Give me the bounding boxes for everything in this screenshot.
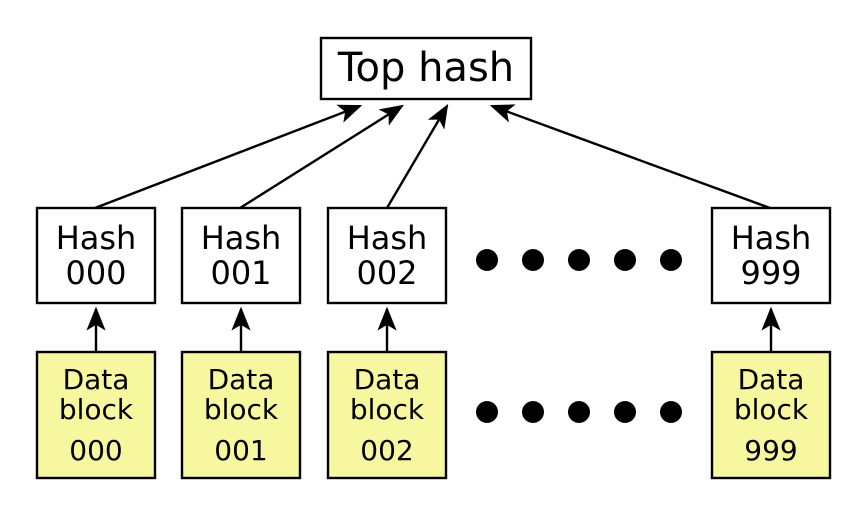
data-block-000[interactable]: Data block 000 — [35, 350, 157, 480]
data-block-000-line2: block — [59, 393, 134, 426]
hash-box-000-rect[interactable] — [35, 206, 157, 305]
hash-row-ellipsis — [476, 249, 682, 271]
data-ellipsis-dot-4 — [614, 401, 636, 423]
data-block-000-line1: Data — [63, 363, 130, 396]
data-block-002-rect[interactable] — [326, 350, 448, 480]
data-block-002-line1: Data — [354, 363, 421, 396]
edge-hash002-to-top — [385, 103, 449, 209]
hash-box-002-rect[interactable] — [326, 206, 448, 305]
hash-box-999-line2: 999 — [740, 254, 801, 292]
hash-box-999[interactable]: Hash 999 — [710, 206, 832, 305]
edge-hash000-to-top — [94, 104, 363, 210]
data-block-999-line2: block — [734, 393, 809, 426]
data-block-001-rect[interactable] — [180, 350, 302, 480]
edges-hash-to-root — [94, 103, 771, 210]
hash-row: Hash 000 Hash 001 Hash 002 Hash 999 — [35, 206, 832, 305]
hash-ellipsis-dot-5 — [660, 249, 682, 271]
edge-hash999-to-top — [489, 104, 771, 210]
hash-ellipsis-dot-3 — [568, 249, 590, 271]
hash-box-002[interactable]: Hash 002 — [326, 206, 448, 305]
data-ellipsis-dot-5 — [660, 401, 682, 423]
edge-hash001-to-top — [239, 104, 405, 210]
data-block-001-line2: block — [204, 393, 279, 426]
hash-box-999-rect[interactable] — [710, 206, 832, 305]
data-block-000-line3: 000 — [69, 434, 122, 467]
data-block-002-line3: 002 — [360, 434, 413, 467]
data-ellipsis-dot-3 — [568, 401, 590, 423]
top-hash-box[interactable]: Top hash — [319, 36, 533, 101]
hash-box-000[interactable]: Hash 000 — [35, 206, 157, 305]
data-block-002[interactable]: Data block 002 — [326, 350, 448, 480]
data-block-999-rect[interactable] — [710, 350, 832, 480]
data-row: Data block 000 Data block 001 Data block… — [35, 350, 832, 480]
hash-box-001[interactable]: Hash 001 — [180, 206, 302, 305]
data-row-ellipsis — [476, 401, 682, 423]
data-block-999[interactable]: Data block 999 — [710, 350, 832, 480]
hash-ellipsis-dot-2 — [522, 249, 544, 271]
data-block-002-line2: block — [350, 393, 425, 426]
data-block-001[interactable]: Data block 001 — [180, 350, 302, 480]
hash-box-001-rect[interactable] — [180, 206, 302, 305]
data-block-000-rect[interactable] — [35, 350, 157, 480]
hash-ellipsis-dot-4 — [614, 249, 636, 271]
hash-box-002-line2: 002 — [356, 254, 417, 292]
hash-box-002-line1: Hash — [347, 219, 428, 257]
data-ellipsis-dot-2 — [522, 401, 544, 423]
hash-box-001-line1: Hash — [201, 219, 282, 257]
hash-ellipsis-dot-1 — [476, 249, 498, 271]
edges-data-to-hash — [86, 306, 781, 352]
data-block-001-line3: 001 — [214, 434, 267, 467]
data-block-999-line3: 999 — [744, 434, 797, 467]
hash-box-000-line2: 000 — [65, 254, 126, 292]
data-ellipsis-dot-1 — [476, 401, 498, 423]
top-hash-box-rect[interactable] — [319, 36, 533, 101]
hash-box-001-line2: 001 — [210, 254, 271, 292]
hash-box-000-line1: Hash — [56, 219, 137, 257]
data-block-999-line1: Data — [738, 363, 805, 396]
hash-box-999-line1: Hash — [731, 219, 812, 257]
data-block-001-line1: Data — [208, 363, 275, 396]
top-hash-label: Top hash — [337, 45, 514, 91]
